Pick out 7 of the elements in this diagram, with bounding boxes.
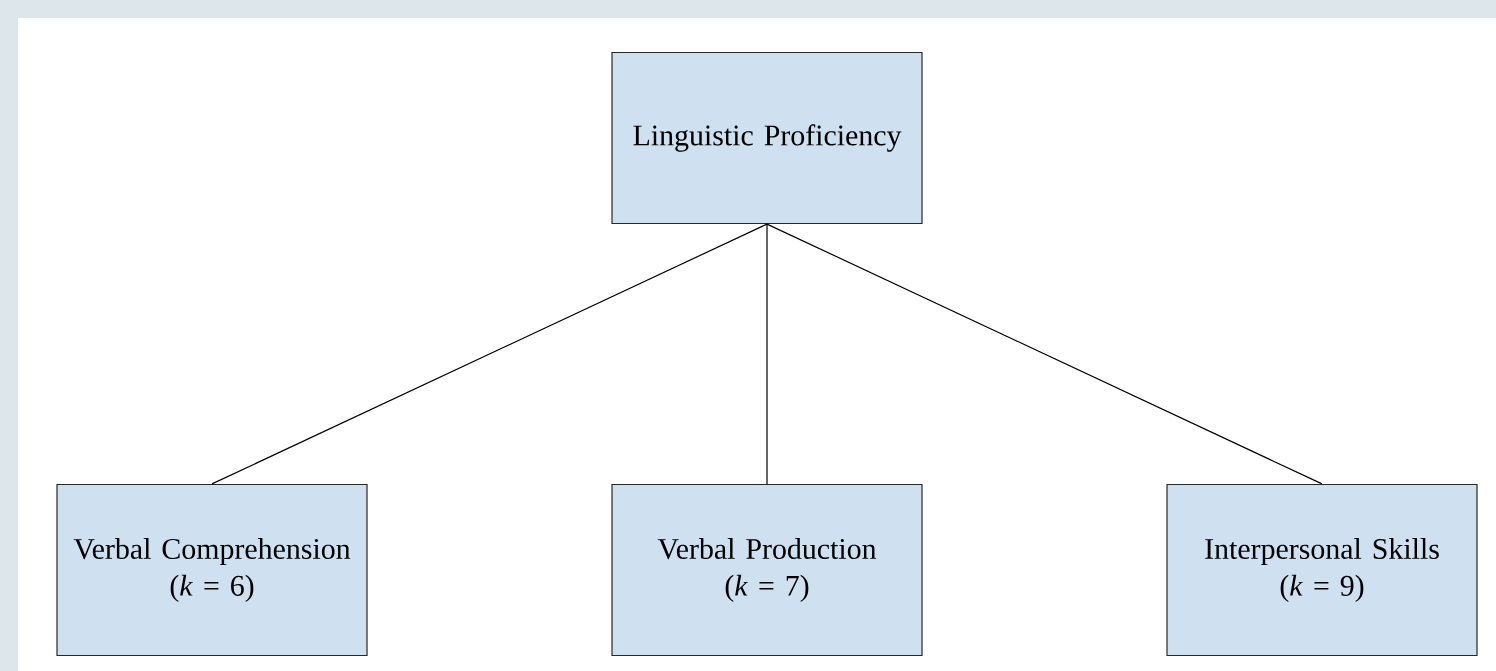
category-box: Interpersonal Skills (k = 9) bbox=[1166, 483, 1478, 657]
category-box: Verbal Production (k = 7) bbox=[611, 483, 923, 657]
category-box: Verbal Comprehension (k = 6) bbox=[56, 483, 368, 657]
category-box: Linguistic Proficiency bbox=[611, 51, 923, 225]
connector-line bbox=[766, 223, 1323, 485]
connector-line bbox=[766, 223, 768, 485]
connector-line bbox=[211, 223, 768, 485]
